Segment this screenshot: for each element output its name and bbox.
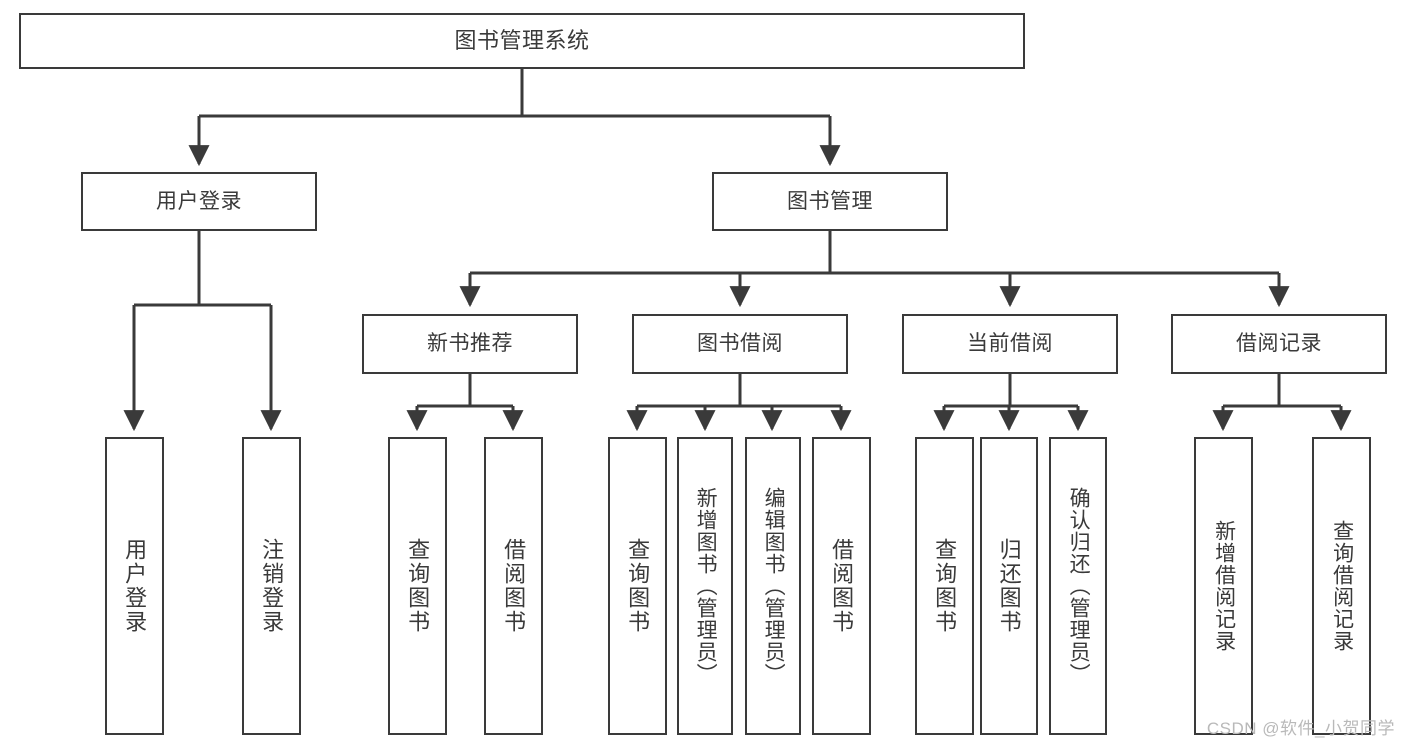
leaf-add-record[interactable]: 新增借阅记录 <box>1194 437 1253 735</box>
leaf-query-book-2[interactable]: 查询图书 <box>608 437 667 735</box>
node-label: 查询图书 <box>932 538 958 634</box>
node-label: 编辑图书（管理员） <box>762 487 786 685</box>
node-book-manage[interactable]: 图书管理 <box>712 172 948 231</box>
leaf-return-book[interactable]: 归还图书 <box>980 437 1038 735</box>
node-label: 图书借阅 <box>697 332 783 356</box>
node-label: 查询借阅记录 <box>1330 520 1354 652</box>
node-current-borrow[interactable]: 当前借阅 <box>902 314 1118 374</box>
node-label: 借阅图书 <box>501 538 527 634</box>
node-label: 注销登录 <box>259 538 285 634</box>
node-root[interactable]: 图书管理系统 <box>19 13 1025 69</box>
leaf-borrow-book-1[interactable]: 借阅图书 <box>484 437 543 735</box>
node-user-login[interactable]: 用户登录 <box>81 172 317 231</box>
node-label: 当前借阅 <box>967 332 1053 356</box>
node-label: 借阅图书 <box>829 538 855 634</box>
watermark-text: CSDN @软件_小贺同学 <box>1206 719 1395 738</box>
node-book-borrow[interactable]: 图书借阅 <box>632 314 848 374</box>
node-label: 用户登录 <box>122 538 148 634</box>
leaf-add-book[interactable]: 新增图书（管理员） <box>677 437 733 735</box>
node-label: 新增借阅记录 <box>1212 520 1236 652</box>
node-label: 用户登录 <box>156 189 242 213</box>
leaf-query-book-3[interactable]: 查询图书 <box>915 437 974 735</box>
leaf-query-book-1[interactable]: 查询图书 <box>388 437 447 735</box>
node-borrow-record[interactable]: 借阅记录 <box>1171 314 1387 374</box>
node-label: 图书管理系统 <box>454 27 590 53</box>
leaf-user-logout[interactable]: 注销登录 <box>242 437 301 735</box>
node-label: 查询图书 <box>405 538 431 634</box>
node-label: 确认归还（管理员） <box>1067 487 1091 685</box>
leaf-user-login[interactable]: 用户登录 <box>105 437 164 735</box>
leaf-edit-book[interactable]: 编辑图书（管理员） <box>745 437 801 735</box>
node-new-book-recommend[interactable]: 新书推荐 <box>362 314 578 374</box>
node-label: 查询图书 <box>625 538 651 634</box>
leaf-borrow-book-2[interactable]: 借阅图书 <box>812 437 871 735</box>
node-label: 归还图书 <box>996 538 1022 634</box>
node-label: 新增图书（管理员） <box>694 487 718 685</box>
leaf-confirm-return[interactable]: 确认归还（管理员） <box>1049 437 1107 735</box>
leaf-query-record[interactable]: 查询借阅记录 <box>1312 437 1371 735</box>
node-label: 新书推荐 <box>427 332 513 356</box>
node-label: 图书管理 <box>787 189 873 213</box>
node-label: 借阅记录 <box>1236 332 1322 356</box>
